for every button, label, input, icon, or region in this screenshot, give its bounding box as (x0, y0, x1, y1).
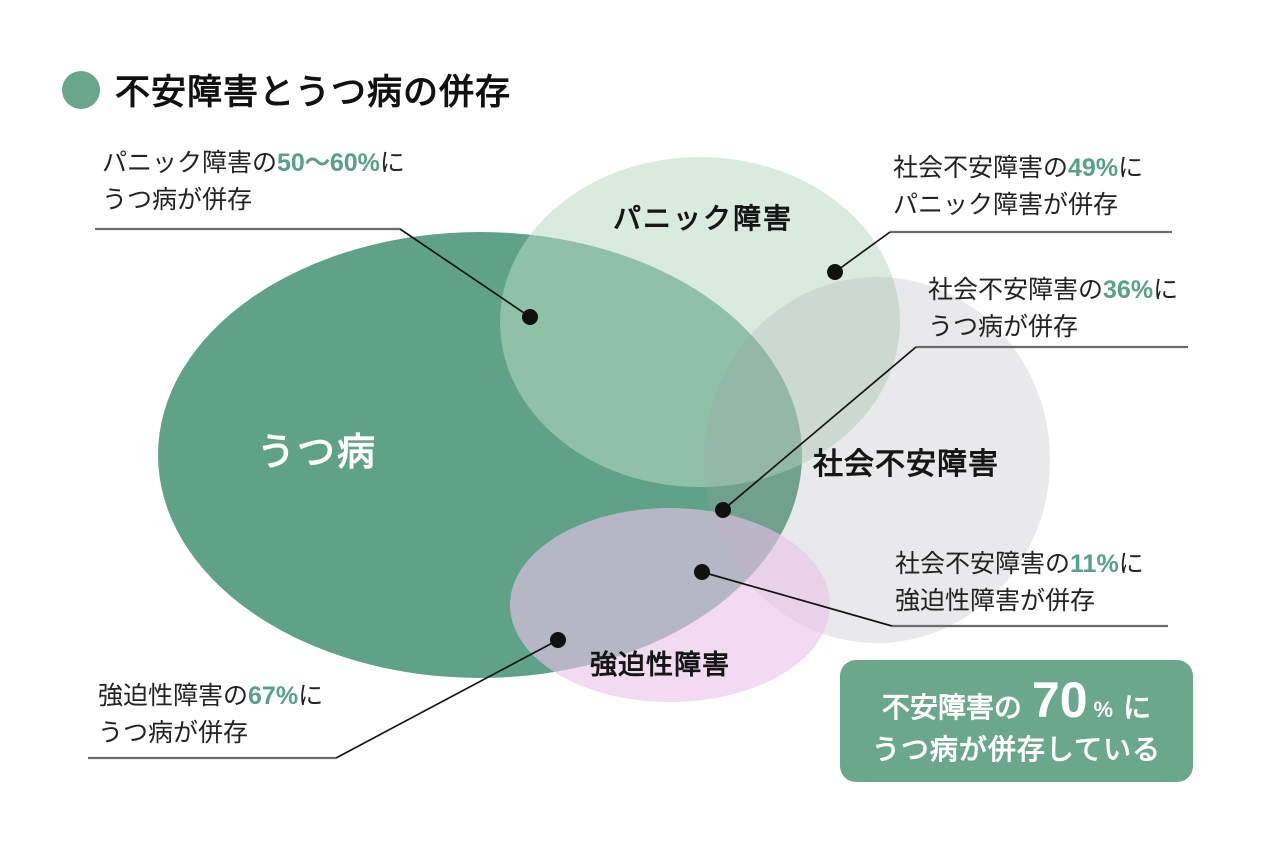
annotation-line2: うつ病が併存 (102, 186, 253, 214)
summary-unit: % (1093, 696, 1114, 722)
annotation-underlines (88, 227, 1188, 760)
summary-box: 不安障害の 70% に うつ病が併存している (840, 660, 1193, 782)
summary-value: 70 (1031, 671, 1088, 728)
summary-line2: うつ病が併存している (871, 733, 1162, 765)
label-panic-disorder: パニック障害 (613, 203, 794, 234)
annotation-panic-depression: パニック障害の50〜60%に うつ病が併存 (102, 145, 405, 219)
callout-line-panic-depression (399, 228, 531, 318)
annotation-line2: うつ病が併存 (98, 719, 249, 747)
annotation-line2: うつ病が併存 (928, 313, 1079, 341)
title-bullet-icon (62, 70, 100, 109)
annotation-value: 67% (248, 682, 299, 710)
dot-social-ocd (694, 564, 710, 580)
dot-panic-depression (522, 309, 538, 325)
dot-ocd-depression (550, 632, 566, 648)
summary-prefix: 不安障害の (881, 691, 1022, 723)
callout-line-social-ocd (701, 571, 893, 627)
annotation-value: 11% (1070, 550, 1119, 578)
annotation-line1: 社会不安障害の36%に (928, 276, 1179, 304)
callout-line-social-depression (722, 346, 917, 511)
annotation-line1: 社会不安障害の49%に (893, 154, 1144, 182)
callout-dots (522, 264, 843, 648)
annotation-line2: 強迫性障害が併存 (895, 587, 1096, 615)
callout-line-social-panic (834, 231, 891, 273)
annotation-value: 50〜60% (277, 149, 380, 177)
panic-ellipse (500, 157, 900, 487)
dot-social-depression (715, 502, 731, 518)
label-social-anxiety: 社会不安障害 (813, 448, 999, 481)
annotation-social-ocd: 社会不安障害の11%に 強迫性障害が併存 (895, 546, 1144, 620)
annotation-line1: 社会不安障害の11%に (895, 550, 1144, 578)
summary-suffix: に (1123, 691, 1152, 723)
callout-lines (335, 228, 917, 759)
ocd-ellipse (510, 508, 830, 702)
annotation-value: 49% (1068, 154, 1119, 182)
page-title: 不安障害とうつ病の併存 (115, 73, 512, 112)
label-ocd: 強迫性障害 (590, 650, 730, 680)
annotation-ocd-depression: 強迫性障害の67%に うつ病が併存 (98, 678, 323, 752)
dot-social-panic (827, 264, 843, 280)
annotation-line2: パニック障害が併存 (893, 191, 1119, 219)
annotation-line1: 強迫性障害の67%に (98, 682, 324, 710)
annotation-line1: パニック障害の50〜60%に (102, 149, 405, 177)
annotation-value: 36% (1103, 276, 1154, 304)
label-depression: うつ病 (257, 432, 378, 474)
annotation-social-panic: 社会不安障害の49%に パニック障害が併存 (893, 150, 1143, 224)
annotation-social-depression: 社会不安障害の36%に うつ病が併存 (928, 272, 1178, 346)
callout-line-ocd-depression (335, 639, 559, 759)
page-title-row: 不安障害とうつ病の併存 (62, 64, 511, 115)
